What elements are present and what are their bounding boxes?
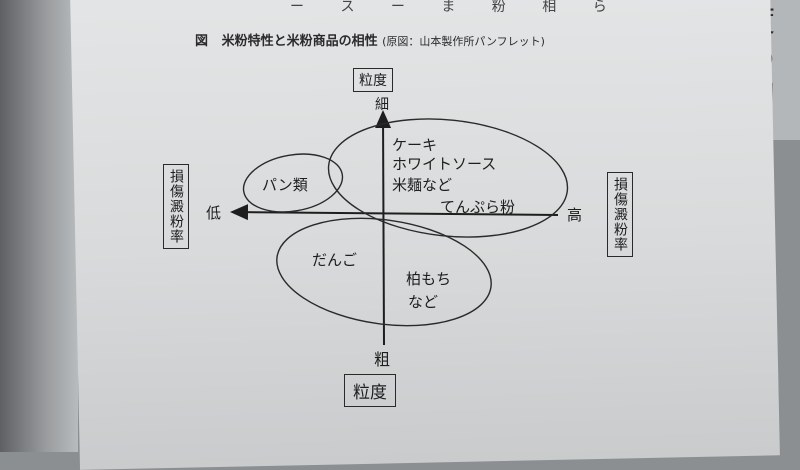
cake-label: ケーキ [392, 136, 438, 154]
axis-low-label: 低 [206, 204, 222, 222]
damage-rate-label-left: 損傷澱粉率 [163, 164, 189, 249]
figure-prefix: 図 [195, 34, 209, 49]
book-left-edge [0, 0, 78, 452]
tempura-label: てんぷら粉 [440, 198, 516, 216]
dango-label: だんご [312, 251, 358, 269]
kashiwa-mochi-label: 柏もち [406, 270, 452, 288]
vertical-axis [375, 110, 392, 346]
bread-label: パン類 [262, 176, 308, 194]
ellipse-bread [242, 153, 344, 213]
ellipse-mochi [276, 217, 492, 327]
axis-high-label: 高 [567, 206, 583, 224]
damage-rate-label-right: 損傷澱粉率 [607, 172, 633, 257]
axis-coarse-label: 粗 [374, 350, 391, 369]
diagram-canvas [230, 110, 569, 346]
figure-caption: 図 米粉特性と米粉商品の相性 (原図：山本製作所パンフレット) [195, 30, 545, 49]
white-sauce-label: ホワイトソース [392, 155, 497, 173]
granularity-label-bottom: 粒度 [344, 374, 396, 407]
figure-title: 米粉特性と米粉商品の相性 [221, 34, 378, 49]
ellipse-cake [327, 118, 569, 238]
granularity-label-top: 粒度 [353, 68, 393, 92]
axis-fine-label: 細 [375, 97, 389, 113]
rice-noodle-label: 米麺など [392, 176, 453, 194]
etc-label: など [408, 293, 439, 311]
header-fragment: ー ス ー ま 粉 相 ら [290, 0, 623, 15]
figure-source: (原図：山本製作所パンフレット) [382, 35, 545, 48]
